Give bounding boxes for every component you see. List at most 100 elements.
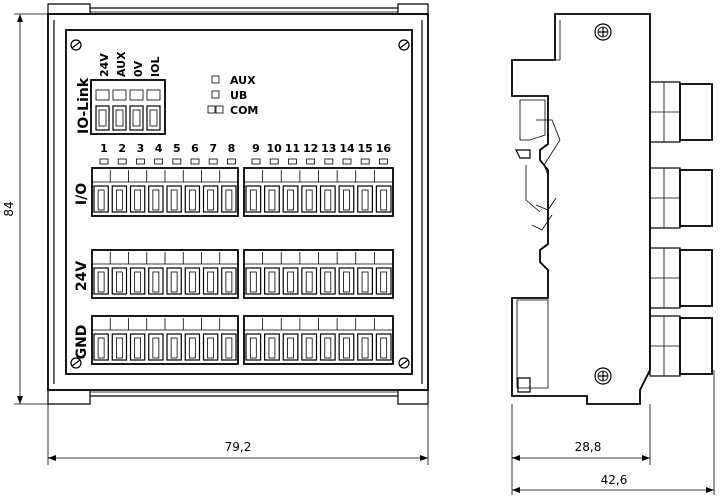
terminal-slot <box>166 267 182 295</box>
terminal-slot-inner <box>207 271 215 293</box>
iolink-terminal-slots <box>95 89 161 131</box>
terminal-slot <box>301 267 318 295</box>
channel-led-icon <box>99 158 109 165</box>
iolink-slot <box>146 105 161 131</box>
terminal-slot <box>111 267 128 295</box>
terminal-slot <box>338 185 355 213</box>
channel-led-icon <box>190 158 200 165</box>
channel-number: 10 <box>267 142 283 155</box>
terminal-slot-inner <box>152 271 160 293</box>
terminal-slot-inner <box>188 337 196 359</box>
terminal-slot-inner <box>115 189 123 211</box>
screw-icon <box>398 39 410 51</box>
channel-led-icon <box>360 158 370 165</box>
led-indicators: AUX UB COM <box>207 74 258 117</box>
terminal-slot <box>129 185 146 213</box>
terminal-slot <box>301 185 318 213</box>
led-icon <box>211 75 220 84</box>
terminal-slot <box>148 267 164 295</box>
terminal-slot <box>357 267 373 295</box>
terminal-block <box>91 249 239 299</box>
channel-number: 4 <box>155 142 163 155</box>
channel-number: 12 <box>303 142 318 155</box>
terminal-slot-inner <box>361 189 369 211</box>
channel-number: 8 <box>228 142 236 155</box>
terminal-slot <box>264 333 280 361</box>
terminal-slot-inner <box>305 337 313 359</box>
iolink-slot-top <box>112 89 127 101</box>
terminal-slot-inner <box>268 189 276 211</box>
terminal-block <box>243 315 394 365</box>
iolink-slot-inner <box>98 109 107 127</box>
terminal-slot <box>93 267 109 295</box>
terminal-slot <box>282 267 299 295</box>
terminal-slot-inner <box>249 271 257 293</box>
terminal-slot-inner <box>225 189 233 211</box>
terminal-block <box>243 249 394 299</box>
iolink-pin-label: 24V <box>98 53 111 77</box>
led-label: AUX <box>230 74 256 87</box>
terminal-slot <box>282 333 299 361</box>
terminal-slot <box>245 267 262 295</box>
led-icon <box>211 90 220 99</box>
terminal-slot-inner <box>207 189 215 211</box>
channel-led-icon <box>208 158 218 165</box>
terminal-slot-inner <box>152 337 160 359</box>
channel-led-icon <box>226 158 236 165</box>
terminal-slot <box>184 267 201 295</box>
terminal-slot <box>93 333 109 361</box>
terminal-slot-inner <box>249 189 257 211</box>
channel-led-icon <box>172 158 182 165</box>
terminal-slot-inner <box>152 189 160 211</box>
screw-icon <box>594 23 612 41</box>
terminal-slot <box>375 333 392 361</box>
terminal-row-label: I/O <box>74 183 90 205</box>
screw-icon <box>70 357 82 369</box>
terminal-slot-inner <box>134 189 142 211</box>
terminal-slot-inner <box>324 337 332 359</box>
channel-number: 14 <box>339 142 355 155</box>
led-icon <box>215 105 224 114</box>
terminal-slot-inner <box>134 271 142 293</box>
terminal-slot-inner <box>380 271 388 293</box>
side-plug-head <box>679 83 713 141</box>
terminal-slot-inner <box>249 337 257 359</box>
terminal-slot <box>184 185 201 213</box>
terminal-slot-inner <box>324 189 332 211</box>
terminal-row-label: GND <box>74 325 90 360</box>
channel-number: 9 <box>252 142 260 155</box>
terminal-slot <box>319 185 336 213</box>
terminal-slot <box>184 333 201 361</box>
led-label: COM <box>230 104 258 117</box>
dimension-width-front: 79,2 <box>225 440 252 454</box>
terminal-slot-inner <box>287 271 294 293</box>
screw-icon <box>398 357 410 369</box>
channel-number: 1 <box>100 142 108 155</box>
terminal-slot-inner <box>115 271 123 293</box>
terminal-slot-inner <box>97 189 105 211</box>
channel-number: 16 <box>376 142 392 155</box>
screw-icon <box>594 367 612 385</box>
terminal-slot <box>264 185 280 213</box>
terminal-slot-inner <box>170 271 178 293</box>
terminal-slot <box>245 333 262 361</box>
channel-led-icon <box>135 158 145 165</box>
channel-led-icon <box>342 158 352 165</box>
led-icon <box>207 105 216 114</box>
channel-number: 3 <box>137 142 145 155</box>
screw-icon <box>70 39 82 51</box>
channel-led-icon <box>324 158 334 165</box>
terminal-slot-inner <box>225 271 233 293</box>
terminal-slot-inner <box>287 189 294 211</box>
led-label: UB <box>230 89 247 102</box>
terminal-slot <box>319 333 336 361</box>
terminal-slot <box>282 185 299 213</box>
dimension-lines: 84 79,2 28,8 42,6 <box>2 13 715 495</box>
channel-led-icon <box>306 158 316 165</box>
iolink-slot <box>129 105 144 131</box>
terminal-slot-inner <box>170 337 178 359</box>
iolink-slot-top <box>95 89 110 101</box>
terminal-slot <box>166 185 182 213</box>
